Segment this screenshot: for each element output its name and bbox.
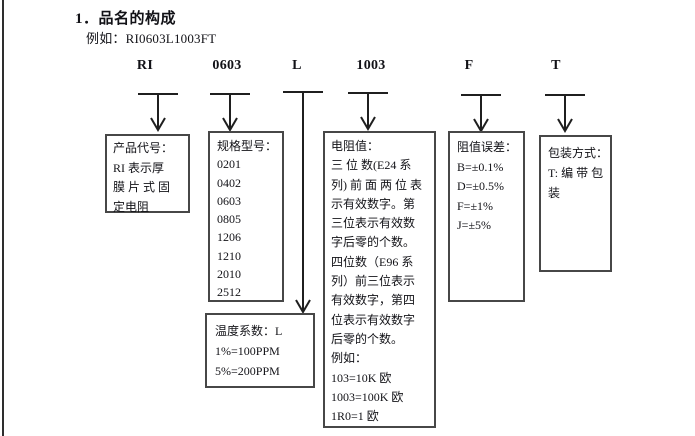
- text-line: 字后零的个数。: [331, 235, 416, 250]
- text-line: 0402: [217, 175, 241, 190]
- text-line: 装: [548, 186, 561, 200]
- text-line: 0603: [217, 193, 241, 208]
- section-title: 1．品名的构成: [75, 11, 177, 27]
- text-line: 2010: [217, 267, 241, 282]
- text-line: 示有效数字。第: [331, 196, 416, 211]
- code-segment-ri: RI: [136, 58, 154, 73]
- down-arrow-icon-t: [543, 92, 587, 134]
- code-segment-0603: 0603: [212, 58, 242, 73]
- text-line: 电阻值：: [331, 139, 380, 153]
- text-line: 例如：: [331, 351, 368, 366]
- page-left-border: [2, 0, 4, 436]
- text-line: 1R0=1 欧: [331, 409, 379, 424]
- product-code-box: 产品代号： RI 表示厚膜 片 式 固定电阻: [105, 134, 190, 214]
- text-line: J=±5%: [457, 218, 492, 232]
- down-arrow-icon-l-long: [281, 89, 325, 315]
- text-line: 位表示有效数字: [331, 312, 416, 327]
- text-line: 产品代号：: [113, 141, 174, 155]
- code-segment-l: L: [292, 58, 302, 73]
- code-segment-t: T: [551, 58, 561, 73]
- text-line: 0805: [217, 212, 241, 227]
- text-line: 1210: [217, 248, 241, 263]
- text-line: T: 编 带 包: [548, 166, 604, 180]
- text-line: B=±0.1%: [457, 159, 504, 174]
- text-line: 阻值误差：: [457, 140, 518, 154]
- text-line: 1003=100K 欧: [331, 389, 404, 404]
- text-line: 膜 片 式 固: [113, 180, 171, 194]
- text-line: 定电阻: [113, 199, 150, 214]
- example-part-number: 例如：RI0603L1003FT: [86, 31, 217, 46]
- text-line: 四位数（E96 系: [331, 254, 414, 269]
- text-line: 103=10K 欧: [331, 370, 392, 385]
- text-line: 2512: [217, 285, 241, 300]
- down-arrow-icon-0603: [208, 91, 252, 133]
- code-segment-f: F: [464, 58, 474, 73]
- down-arrow-icon-f: [459, 92, 503, 134]
- text-line: 后零的个数。: [331, 331, 404, 346]
- text-line: F=±1%: [457, 198, 494, 213]
- text-line: 三 位 数(E24 系: [331, 158, 412, 173]
- text-line: 1206: [217, 230, 241, 245]
- temperature-coefficient-box: 温度系数：L 1%=100PPM 5%=200PPM: [205, 313, 315, 388]
- code-segment-1003: 1003: [356, 58, 386, 73]
- text-line: 温度系数：L: [215, 324, 283, 338]
- text-line: 1%=100PPM: [215, 344, 280, 358]
- text-line: RI 表示厚: [113, 160, 165, 175]
- text-line: 列) 前 面 两 位 表: [331, 177, 422, 192]
- text-line: 0201: [217, 157, 241, 172]
- text-line: 5%=200PPM: [215, 364, 280, 378]
- packaging-box: 包装方式： T: 编 带 包装: [539, 135, 612, 272]
- down-arrow-icon-1003: [346, 90, 390, 132]
- text-line: 包装方式：: [548, 146, 609, 160]
- down-arrow-icon-ri: [136, 91, 180, 133]
- text-line: D=±0.5%: [457, 179, 505, 193]
- text-line: 列）前三位表示: [331, 274, 416, 289]
- tolerance-box: 阻值误差： B=±0.1% D=±0.5% F=±1% J=±5%: [448, 131, 525, 302]
- spec-model-box: 规格型号： 0201 0402 0603 0805 1206 1210 2010 2512: [208, 131, 284, 302]
- text-line: 规格型号：: [217, 139, 278, 153]
- resistance-value-box: 电阻值： 三 位 数(E24 系列) 前 面 两 位 表示有效数字。第三位表示有效…: [323, 131, 436, 428]
- text-line: 有效数字，第四: [331, 293, 416, 308]
- text-line: 三位表示有效数: [331, 216, 416, 231]
